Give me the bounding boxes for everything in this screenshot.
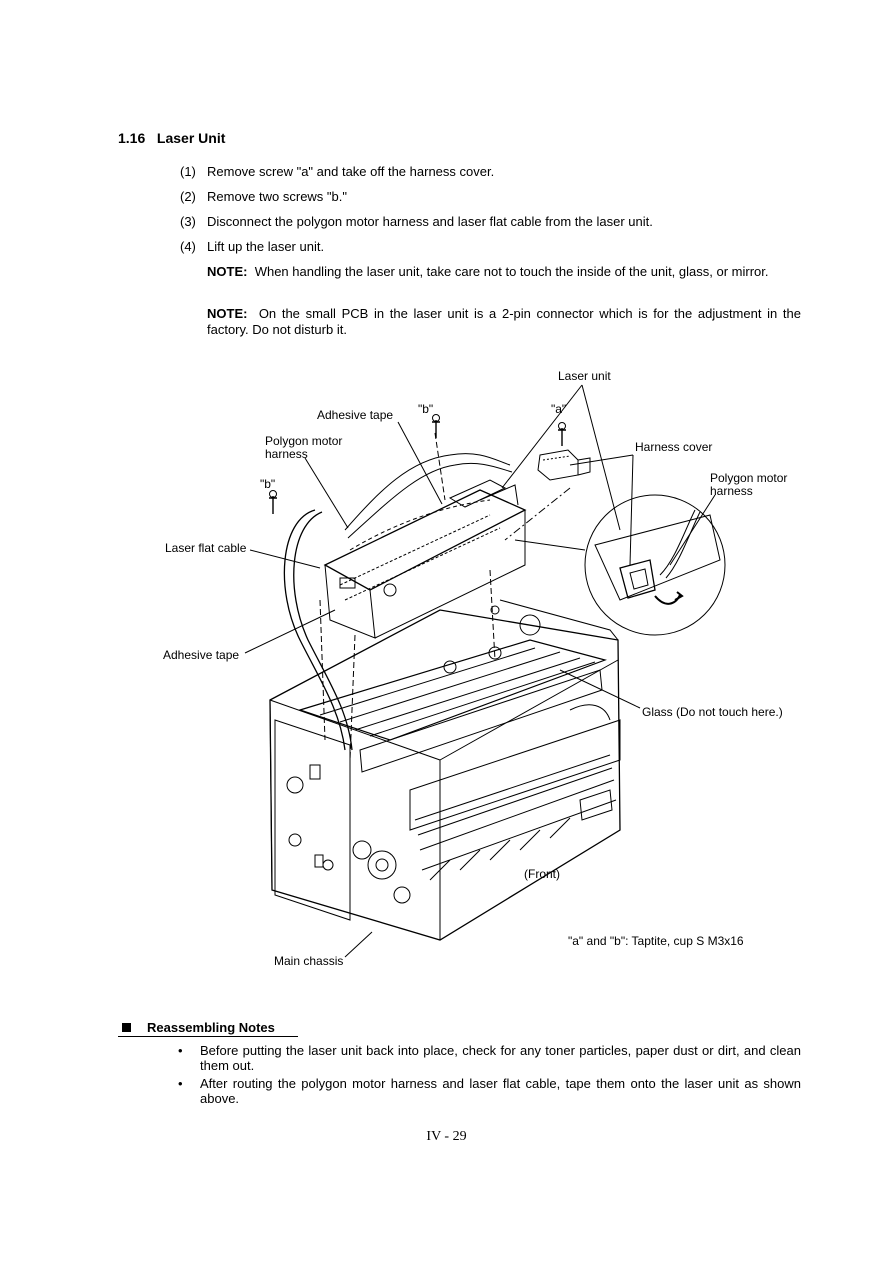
label-front: (Front) (524, 867, 560, 881)
bullet-dot-icon: • (178, 1076, 183, 1091)
label-laser-unit: Laser unit (558, 369, 611, 383)
reassembling-title: Reassembling Notes (147, 1020, 275, 1035)
step-number: (4) (180, 239, 196, 254)
label-screw-a: "a" (551, 402, 567, 416)
reassembling-item-2: • After routing the polygon motor harness… (178, 1076, 801, 1106)
bullet-dot-icon: • (178, 1043, 183, 1058)
label-adhesive-tape-top: Adhesive tape (317, 408, 394, 422)
label-screw-b-left: "b" (260, 477, 276, 491)
step-2: (2) Remove two screws "b." (180, 189, 347, 204)
reassembling-item-text: After routing the polygon motor harness … (200, 1076, 801, 1106)
label-harness-cover: Harness cover (635, 440, 713, 454)
label-screw-b-top: "b" (418, 402, 434, 416)
reassembling-item-text: Before putting the laser unit back into … (200, 1043, 801, 1073)
step-1: (1) Remove screw "a" and take off the har… (180, 164, 494, 179)
section-title: Laser Unit (156, 130, 226, 146)
laser-unit-figure: Laser unit Adhesive tape "b" "a" Polygon… (150, 360, 830, 980)
label-laser-flat-cable: Laser flat cable (165, 541, 247, 555)
step-number: (2) (180, 189, 196, 204)
step-number: (3) (180, 214, 196, 229)
note-label: NOTE: (207, 264, 248, 279)
note-2: NOTE: On the small PCB in the laser unit… (207, 306, 801, 338)
note-text: On the small PCB in the laser unit is a … (207, 306, 801, 337)
step-4: (4) Lift up the laser unit. (180, 239, 324, 254)
step-text: Disconnect the polygon motor harness and… (207, 214, 653, 229)
note-1: NOTE: When handling the laser unit, take… (207, 264, 801, 280)
note-label: NOTE: (207, 306, 248, 321)
label-polygon-harness-left: Polygon motor harness (265, 434, 343, 461)
section-number: 1.16 (118, 130, 146, 146)
step-text: Remove screw "a" and take off the harnes… (207, 164, 495, 179)
step-text: Lift up the laser unit. (207, 239, 325, 254)
printer-illustration (244, 384, 726, 958)
step-3: (3) Disconnect the polygon motor harness … (180, 214, 653, 229)
page-number: IV - 29 (426, 1129, 467, 1144)
section-heading: 1.16 Laser Unit (118, 130, 225, 146)
note-text: When handling the laser unit, take care … (254, 264, 769, 279)
reassembling-heading: Reassembling Notes (118, 1020, 298, 1037)
label-adhesive-tape-bottom: Adhesive tape (163, 648, 240, 662)
label-main-chassis: Main chassis (274, 954, 344, 968)
label-screw-spec: "a" and "b": Taptite, cup S M3x16 (568, 934, 744, 948)
square-bullet-icon (122, 1023, 131, 1032)
step-number: (1) (180, 164, 196, 179)
label-polygon-harness-right: Polygon motor harness (710, 471, 788, 498)
label-glass: Glass (Do not touch here.) (642, 705, 783, 719)
step-text: Remove two screws "b." (207, 189, 347, 204)
reassembling-item-1: • Before putting the laser unit back into… (178, 1043, 801, 1073)
